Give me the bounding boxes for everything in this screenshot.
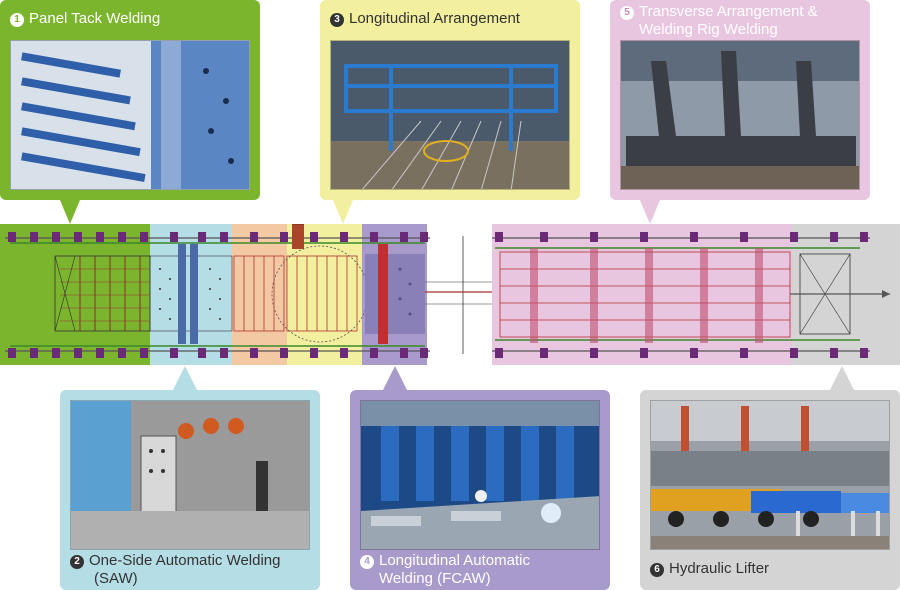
step-2-pointer xyxy=(173,366,197,390)
longitudinal-automatic-welding-photo xyxy=(360,400,600,550)
step-2-number: 2 xyxy=(70,555,84,569)
step-6-pointer xyxy=(830,366,854,390)
step-5-number: 5 xyxy=(620,6,634,20)
transverse-arrangement-photo xyxy=(620,40,860,190)
step-4-pointer xyxy=(383,366,407,390)
production-line-layout xyxy=(0,144,900,365)
production-line-plan xyxy=(0,144,900,365)
one-side-automatic-welding-photo xyxy=(70,400,310,550)
step-3-number: 3 xyxy=(330,13,344,27)
panel-tack-welding-photo xyxy=(10,40,250,190)
step-5-pointer xyxy=(640,200,660,224)
step-1-number: 1 xyxy=(10,13,24,27)
step-3-pointer xyxy=(333,200,353,224)
step-4-number: 4 xyxy=(360,555,374,569)
hydraulic-lifter-photo xyxy=(650,400,890,550)
zone-1-panel-tack xyxy=(0,224,150,365)
longitudinal-arrangement-photo xyxy=(330,40,570,190)
zone-2b xyxy=(232,224,287,365)
step-1-pointer xyxy=(60,200,80,224)
step-6-number: 6 xyxy=(650,563,664,577)
